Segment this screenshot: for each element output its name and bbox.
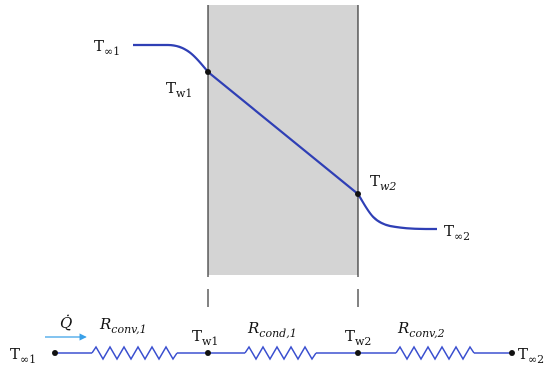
circuit-node-w2 xyxy=(355,350,361,356)
label-t-w1-bottom: Tw1 xyxy=(192,327,218,348)
circuit-node-inf2 xyxy=(509,350,515,356)
resistor-cond-1 xyxy=(244,345,317,361)
circuit-node-w1 xyxy=(205,350,211,356)
label-t-inf1-bottom: T∞1 xyxy=(10,345,36,366)
label-t-w2-top: Tw2 xyxy=(370,172,396,193)
label-r-conv2: Rconv,2 xyxy=(397,319,445,340)
label-r-conv1: Rconv,1 xyxy=(99,315,147,336)
circuit-node-inf1 xyxy=(52,350,58,356)
label-t-w2-bottom: Tw2 xyxy=(345,327,371,348)
thermal-circuit xyxy=(55,345,512,361)
label-r-cond1: Rcond,1 xyxy=(247,319,297,340)
label-t-inf2-bottom: T∞2 xyxy=(518,345,544,366)
wall-node-w1-top xyxy=(205,69,211,75)
label-q-dot: Q̇ xyxy=(60,314,72,332)
label-t-inf1-top: T∞1 xyxy=(94,37,120,58)
wall-slab xyxy=(208,5,358,275)
temperature-profile-curve xyxy=(133,43,438,231)
resistor-conv-2 xyxy=(395,345,475,361)
wall-node-w2-top xyxy=(355,191,361,197)
label-t-inf2-top: T∞2 xyxy=(444,222,470,243)
resistor-conv-1 xyxy=(91,345,178,361)
label-t-w1-top: Tw1 xyxy=(166,79,192,100)
